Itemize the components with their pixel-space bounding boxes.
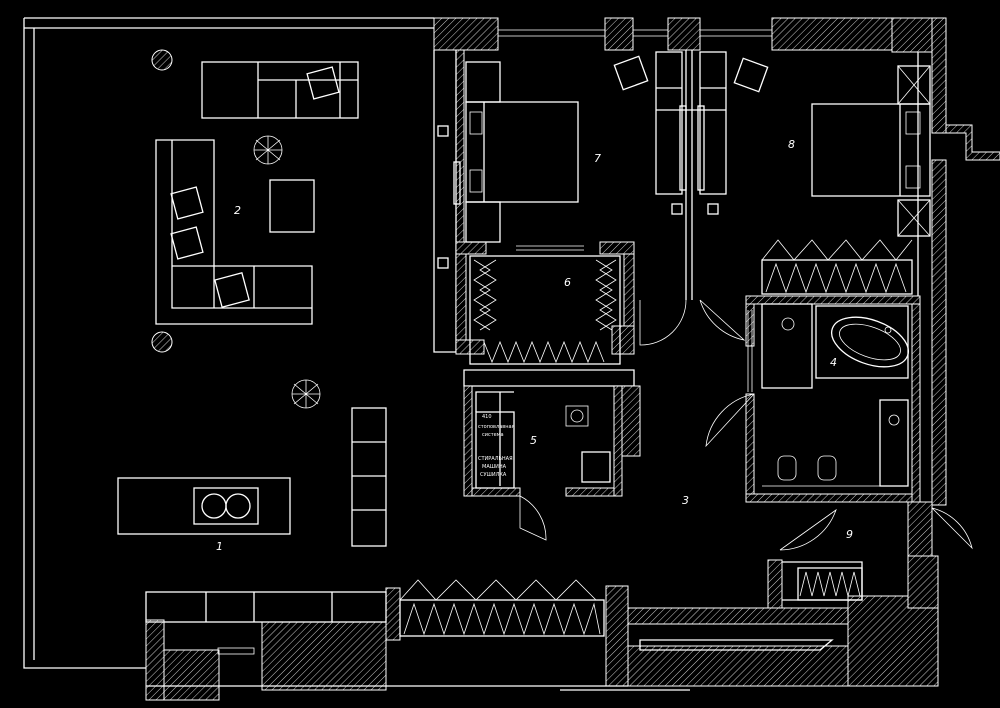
- room-number-2: 2: [234, 204, 241, 217]
- room-number-9: 9: [846, 528, 853, 541]
- hallway-9-furniture: [797, 567, 863, 601]
- doors: [516, 245, 973, 551]
- room-number-6: 6: [564, 276, 571, 289]
- room-number-8: 8: [788, 138, 795, 151]
- room-number-3: 3: [682, 494, 689, 507]
- bedroom-7-furniture: [437, 51, 727, 269]
- bathroom-4-fixtures: [761, 303, 909, 487]
- note-washer-line1: СТИРАЛЬНАЯ: [478, 456, 513, 462]
- interior-walls: [433, 49, 933, 601]
- note-washer-line2: МАШИНА: [482, 464, 507, 470]
- outer-walls: [23, 17, 1000, 701]
- living-furniture: [117, 49, 605, 637]
- note-code: 410: [482, 414, 492, 420]
- bedroom-8-furniture: [733, 57, 931, 295]
- armchair-icon: [291, 379, 321, 409]
- room-labels: 1 2 3 4 5 6 7 8 9: [216, 138, 853, 553]
- note-washer-line3: СУШИЛКА: [480, 472, 507, 478]
- laundry-5-furniture: [475, 391, 611, 489]
- room-number-1: 1: [216, 540, 223, 553]
- room-number-7: 7: [594, 152, 601, 165]
- room-number-5: 5: [530, 434, 537, 447]
- room-number-4: 4: [830, 356, 837, 369]
- note-system-line2: система: [482, 432, 504, 438]
- armchair-icon: [253, 135, 283, 165]
- laundry-notes: 410 стоповлавная система СТИРАЛЬНАЯ МАШИ…: [478, 414, 515, 478]
- wardrobe-6-furniture: [469, 255, 621, 365]
- note-system-line1: стоповлавная: [478, 424, 515, 430]
